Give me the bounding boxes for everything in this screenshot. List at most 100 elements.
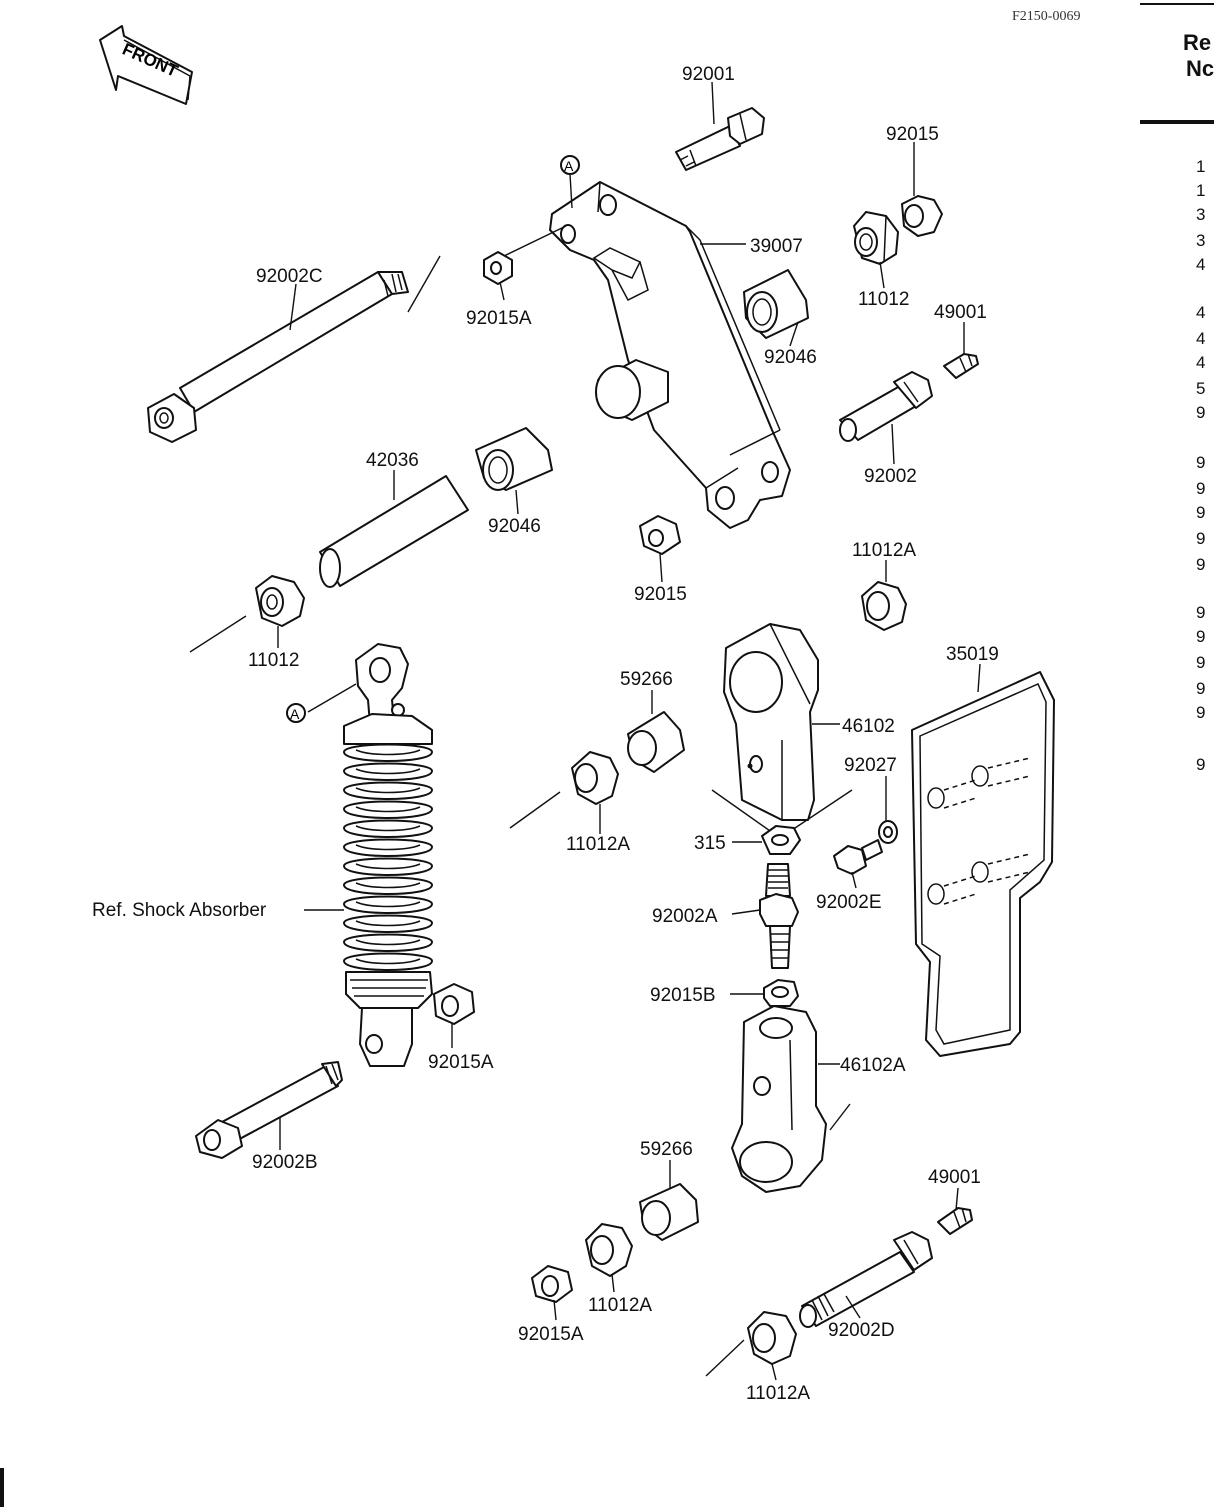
ref-number-19: 9 (1196, 703, 1205, 722)
spring-coil-11 (343, 952, 433, 971)
ref-number-6: 4 (1196, 329, 1205, 348)
ref-number-4: 4 (1196, 255, 1205, 274)
ref-number-0: 1 (1196, 157, 1205, 176)
spring-coil-2 (343, 781, 433, 800)
seal-11012a-bottom (585, 1223, 633, 1277)
callout-11012a-last: 11012A (746, 1383, 810, 1404)
ref-number-20: 9 (1196, 755, 1205, 774)
shock-spring (343, 743, 433, 971)
callout-92002a: 92002A (652, 906, 718, 927)
callout-92015-top: 92015 (886, 124, 939, 145)
ref-number-13: 9 (1196, 529, 1205, 548)
spring-coil-5 (343, 838, 433, 857)
bolt-92002e (833, 839, 883, 875)
bolt-92002c (147, 271, 409, 443)
spring-coil-inner-4 (355, 825, 421, 832)
ref-number-12: 9 (1196, 503, 1205, 522)
spring-coil-4 (343, 819, 433, 838)
ref-number-16: 9 (1196, 627, 1205, 646)
spring-coil-inner-5 (355, 844, 421, 851)
spring-coil-inner-7 (355, 882, 421, 889)
ref-number-15: 9 (1196, 603, 1205, 622)
ref-number-3: 3 (1196, 231, 1205, 250)
spring-coil-10 (343, 933, 433, 952)
callout-49001-bottom: 49001 (928, 1167, 981, 1188)
callout-49001-top: 49001 (934, 302, 987, 323)
grease-nipple-49001-top (943, 353, 979, 379)
seal-11012a-mid (571, 751, 619, 805)
spring-coil-3 (343, 800, 433, 819)
ref-number-2: 3 (1196, 205, 1205, 224)
collar-92015-top (901, 195, 943, 237)
seal-11012-left (255, 575, 305, 627)
spring-coil-inner-10 (355, 939, 421, 946)
ref-number-18: 9 (1196, 679, 1205, 698)
callout-92027: 92027 (844, 755, 897, 776)
spring-coil-inner-3 (355, 806, 421, 813)
spring-coil-0 (343, 743, 433, 762)
tie-rod-46102a (731, 1005, 851, 1193)
ref-number-10: 9 (1196, 453, 1205, 472)
callout-92015a-mid: 92015A (428, 1052, 494, 1073)
direction-arrow (705, 1339, 745, 1377)
callout-ref-shock-absorber: Ref. Shock Absorber (92, 900, 267, 921)
nut-92015b (763, 979, 799, 1007)
callout-labels: 92001 92015 39007 92002C 92015A 11012 49… (92, 64, 999, 1404)
nut-92015a-mid (433, 983, 475, 1025)
ref-number-17: 9 (1196, 653, 1205, 672)
callout-35019: 35019 (946, 644, 999, 665)
nut-315 (761, 825, 801, 855)
spring-coil-1 (343, 762, 433, 781)
spring-coil-6 (343, 857, 433, 876)
callout-92015-mid: 92015 (634, 584, 687, 605)
ref-number-1: 1 (1196, 181, 1205, 200)
callout-92002b: 92002B (252, 1152, 318, 1173)
ref-number-8: 5 (1196, 379, 1205, 398)
callout-46102: 46102 (842, 716, 895, 737)
grease-nipple-49001-bottom (937, 1207, 973, 1235)
callout-92046-left: 92046 (488, 516, 541, 537)
marker-a-label-top: A (564, 158, 574, 174)
spring-coil-8 (343, 895, 433, 914)
callout-92001: 92001 (682, 64, 735, 85)
ref-number-11: 9 (1196, 479, 1205, 498)
ref-number-14: 9 (1196, 555, 1205, 574)
parts-list-header-no: Nc (1186, 56, 1214, 81)
seal-11012a-last (747, 1311, 797, 1365)
marker-a-shock: A (286, 703, 306, 723)
callout-11012a-top: 11012A (852, 540, 916, 561)
edge-mark (0, 1468, 4, 1507)
sleeve-42036 (319, 475, 469, 588)
spring-coil-inner-8 (355, 901, 421, 908)
callout-11012a-bottom: 11012A (588, 1295, 652, 1316)
pin-92002 (839, 371, 933, 442)
front-arrow-icon: FRONT (99, 25, 193, 105)
callout-92015b: 92015B (650, 985, 716, 1006)
callout-92046-right: 92046 (764, 347, 817, 368)
callout-11012-top: 11012 (858, 289, 909, 310)
bearing-92046-right (743, 269, 809, 339)
callout-315: 315 (694, 833, 726, 854)
callout-46102a: 46102A (840, 1055, 906, 1076)
parts-list-header-ref: Re (1183, 30, 1211, 55)
callout-92002d: 92002D (828, 1320, 895, 1341)
callout-59266-bottom: 59266 (640, 1139, 693, 1160)
callout-92002c: 92002C (256, 266, 323, 287)
spring-coil-9 (343, 914, 433, 933)
marker-a-label-shock: A (290, 706, 300, 722)
bushing-59266-bottom (639, 1183, 699, 1241)
tie-rod-46102 (711, 623, 853, 839)
bushing-59266-top (627, 711, 685, 773)
nut-92015a-top (483, 251, 513, 285)
direction-arrow (509, 791, 561, 829)
adjuster-92002a (759, 863, 799, 969)
nut-92015-mid (639, 515, 681, 555)
spring-coil-inner-9 (355, 920, 421, 927)
bolt-92001 (675, 107, 765, 171)
callout-42036: 42036 (366, 450, 419, 471)
spring-coil-7 (343, 876, 433, 895)
washer-92027 (878, 820, 898, 844)
seal-11012-top (853, 211, 899, 265)
